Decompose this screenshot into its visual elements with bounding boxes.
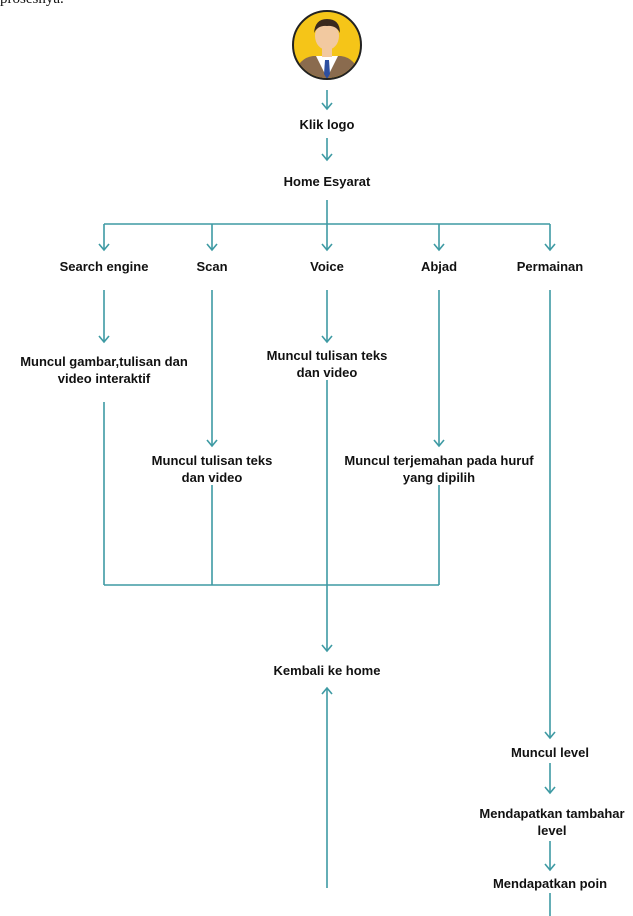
node-voice-result-line2: dan video: [296, 365, 358, 380]
node-tambahan-level-line2: level: [537, 823, 567, 838]
node-tambahan-level: Mendapatkan tambahar level: [472, 805, 632, 839]
node-abjad-result: Muncul terjemahan pada huruf yang dipili…: [329, 452, 549, 486]
node-search-engine: Search engine: [59, 259, 149, 274]
node-abjad-result-line1: Muncul terjemahan pada huruf: [344, 453, 534, 468]
node-kembali-ke-home: Kembali ke home: [273, 663, 381, 678]
node-scan-result-line2: dan video: [181, 470, 243, 485]
connector-lines: [98, 90, 556, 916]
node-search-result-line2: video interaktif: [57, 371, 151, 386]
node-abjad-result-line2: yang dipilih: [402, 470, 476, 485]
node-permainan: Permainan: [516, 259, 584, 274]
user-avatar-icon[interactable]: [292, 10, 362, 80]
top-cut-text: prosesnya.: [0, 0, 64, 8]
node-voice: Voice: [310, 259, 344, 274]
node-klik-logo: Klik logo: [299, 117, 355, 132]
node-scan-result: Muncul tulisan teks dan video: [132, 452, 292, 486]
node-tambahan-level-line1: Mendapatkan tambahar: [479, 806, 625, 821]
node-voice-result-line1: Muncul tulisan teks: [266, 348, 388, 363]
node-mendapatkan-poin: Mendapatkan poin: [492, 876, 608, 891]
node-scan: Scan: [196, 259, 228, 274]
node-home-esyarat: Home Esyarat: [283, 174, 371, 189]
node-scan-result-line1: Muncul tulisan teks: [151, 453, 273, 468]
node-search-result: Muncul gambar,tulisan dan video interakt…: [4, 353, 204, 387]
node-search-result-line1: Muncul gambar,tulisan dan: [20, 354, 188, 369]
node-abjad: Abjad: [420, 259, 458, 274]
node-muncul-level: Muncul level: [510, 745, 590, 760]
node-voice-result: Muncul tulisan teks dan video: [247, 347, 407, 381]
